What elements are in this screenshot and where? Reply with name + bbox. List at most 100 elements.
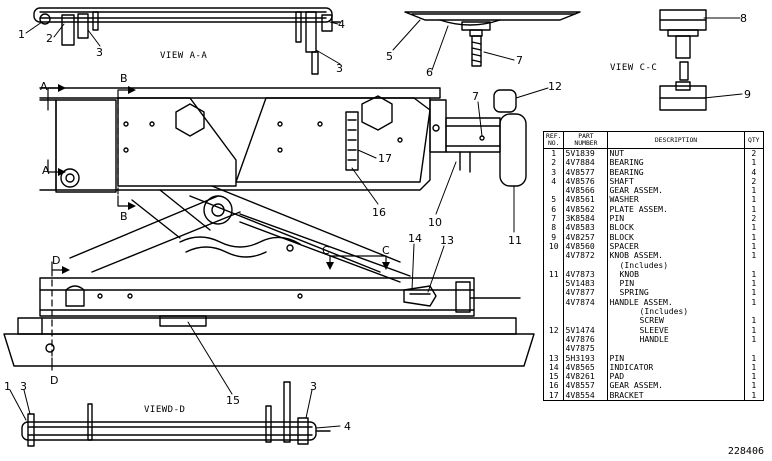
ref-cell: 17 [542,390,565,402]
description-cell: PLATE ASSEM. [607,204,745,215]
qty-cell [743,307,765,317]
description-cell: BLOCK [607,223,745,233]
view-d-d-label: VIEWD-D [144,405,185,415]
ref-cell: 15 [542,371,565,382]
callout-3-bottom-left: 3 [20,380,27,393]
ref-cell [542,297,565,308]
section-letter-b-bottom: B [120,210,128,223]
description-cell: WASHER [607,195,745,205]
qty-cell: 1 [743,186,765,196]
callout-7-top: 7 [516,54,523,67]
qty-cell: 1 [743,362,765,373]
description-cell: BEARING [607,158,745,168]
ref-cell [542,186,565,196]
callout-4-bottom: 4 [344,420,351,433]
qty-cell: 4 [743,167,765,177]
part-number-cell: 4V7872 [563,251,609,261]
figure-number: 228406 [727,446,764,457]
description-cell: PAD [607,372,745,382]
ref-cell: 8 [542,223,565,233]
callout-10: 10 [428,216,442,229]
callout-12: 12 [548,80,562,93]
description-cell: PIN [607,353,745,363]
callout-2-top: 2 [46,32,53,45]
qty-cell: 1 [743,158,765,168]
view-d-d-drawing [21,381,331,447]
qty-cell: 1 [743,279,765,289]
ref-cell [542,251,565,261]
ref-cell [542,334,565,345]
description-cell: HANDLE ASSEM. [607,297,745,308]
description-cell: (Includes) [607,260,745,270]
description-cell: KNOB [607,269,745,280]
part-number-cell: 4V8554 [563,390,609,402]
ref-cell: 2 [542,158,565,168]
ref-cell [542,288,565,298]
qty-cell: 1 [743,269,765,280]
callout-17: 17 [378,152,392,165]
ref-cell: 12 [542,325,565,335]
section-letter-b-top: B [120,72,128,85]
qty-cell: 1 [743,390,765,402]
qty-cell: 1 [743,353,765,363]
qty-cell [743,260,765,270]
view-a-a-drawing [33,7,341,75]
section-letter-a-bottom: A [42,164,50,177]
description-cell: SLEEVE [607,325,745,335]
callout-7-main: 7 [472,90,479,103]
callout-13: 13 [440,234,454,247]
qty-cell: 1 [743,371,765,382]
ref-cell: 1 [542,148,565,159]
qty-cell: 1 [743,297,765,308]
callout-9: 9 [744,88,751,101]
callout-16: 16 [372,206,386,219]
table-row: 4V7875 [542,344,765,354]
header-description: DESCRIPTION [607,131,745,149]
description-cell: HANDLE [607,334,745,345]
qty-cell [743,344,765,354]
ref-cell: 6 [542,204,565,215]
qty-cell: 1 [743,241,765,252]
ref-cell [542,279,565,289]
description-cell: SPACER [607,241,745,252]
ref-cell: 14 [542,362,565,373]
callout-1-bottom: 1 [4,380,11,393]
view-c-c-label: VIEW C-C [610,63,657,73]
callout-6: 6 [426,66,433,79]
description-cell: (Includes) [607,307,745,317]
ref-cell [542,344,565,354]
header-ref-no: REF. NO. [542,131,565,149]
qty-cell: 1 [743,251,765,261]
ref-cell: 4 [542,176,565,187]
ref-cell: 11 [542,269,565,280]
header-qty: QTY [743,131,765,149]
ref-cell: 16 [542,381,565,391]
section-arrows [58,84,390,274]
qty-cell: 1 [743,316,765,326]
callout-4-top: 4 [338,18,345,31]
section-letter-c-left: C [322,244,330,257]
description-cell: BEARING [607,167,745,177]
callout-8: 8 [740,12,747,25]
qty-cell: 1 [743,195,765,205]
ref-cell [542,260,565,270]
section-cut-lines [47,87,387,371]
description-cell: INDICATOR [607,362,745,373]
callout-11: 11 [508,234,522,247]
ref-cell [542,307,565,317]
